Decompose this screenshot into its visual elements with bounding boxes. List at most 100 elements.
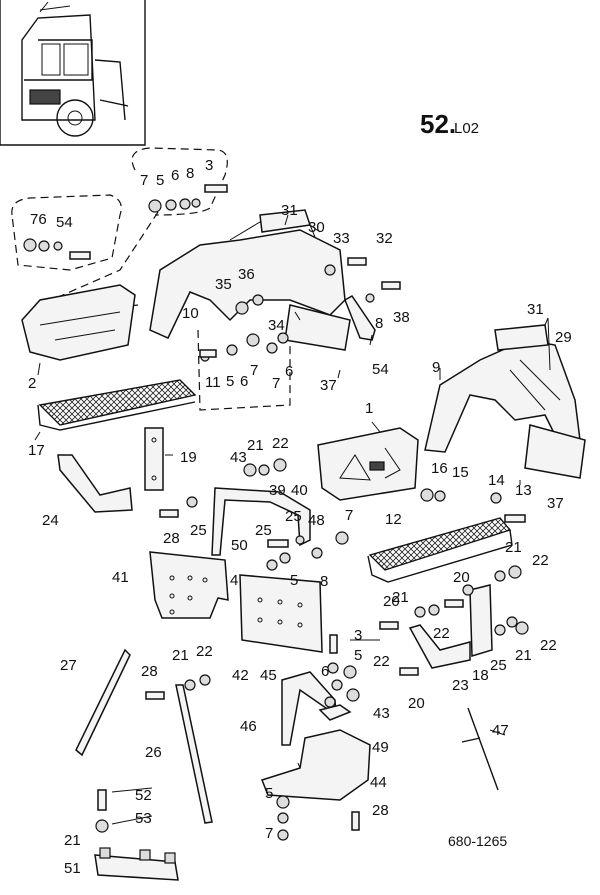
callout-37: 37 (320, 377, 337, 394)
callout-25: 25 (255, 522, 272, 539)
callout-22: 22 (272, 435, 289, 452)
callout-54: 54 (372, 361, 389, 378)
callout-46: 46 (240, 718, 257, 735)
callout-5: 5 (265, 785, 273, 802)
callout-4: 4 (230, 572, 238, 589)
callout-15: 15 (452, 464, 469, 481)
callout-19: 19 (180, 449, 197, 466)
callout-7: 7 (140, 172, 148, 189)
callout-6: 6 (285, 363, 293, 380)
callout-14: 14 (488, 472, 505, 489)
callout-43: 43 (230, 449, 247, 466)
callout-28: 28 (163, 530, 180, 547)
callout-50: 50 (231, 537, 248, 554)
callout-30: 30 (308, 219, 325, 236)
callout-22: 22 (540, 637, 557, 654)
step-cover-plate (317, 427, 419, 501)
callout-5: 5 (156, 172, 164, 189)
callout-39: 39 (269, 482, 286, 499)
callout-45: 45 (260, 667, 277, 684)
callout-6: 6 (171, 167, 179, 184)
callout-31: 31 (281, 202, 298, 219)
callout-7: 7 (265, 825, 273, 842)
callout-25: 25 (190, 522, 207, 539)
callout-8: 8 (186, 165, 194, 182)
callout-18: 18 (472, 667, 489, 684)
callout-52: 52 (135, 787, 152, 804)
callout-34: 34 (268, 317, 285, 334)
callout-29: 29 (555, 329, 572, 346)
callout-7: 7 (345, 507, 353, 524)
callout-25: 25 (490, 657, 507, 674)
callout-12: 12 (385, 511, 402, 528)
callout-37: 37 (547, 495, 564, 512)
callout-21: 21 (64, 832, 81, 849)
callout-47: 47 (492, 722, 509, 739)
callout-6: 6 (321, 663, 329, 680)
callout-51: 51 (64, 860, 81, 877)
callout-21: 21 (515, 647, 532, 664)
callout-54: 54 (56, 214, 73, 231)
hanger-brackets (57, 427, 311, 556)
callout-3: 3 (205, 157, 213, 174)
callout-53: 53 (135, 810, 152, 827)
truck-locator-view (0, 0, 146, 146)
bottom-footplate (94, 847, 179, 881)
callout-20: 20 (453, 569, 470, 586)
callout-20: 20 (383, 593, 400, 610)
front-step-assembly (21, 209, 376, 431)
callout-42: 42 (232, 667, 249, 684)
callout-9: 9 (432, 359, 440, 376)
callout-11: 11 (205, 374, 221, 391)
callout-3: 3 (354, 627, 362, 644)
callout-28: 28 (372, 802, 389, 819)
callout-48: 48 (308, 512, 325, 529)
callout-21: 21 (505, 539, 522, 556)
fasteners (23, 184, 529, 841)
callout-10: 10 (182, 305, 199, 322)
rear-mudguard-assembly (424, 324, 586, 479)
side-step-bracket (408, 584, 493, 669)
callout-22: 22 (196, 643, 213, 660)
lower-step-assembly (261, 671, 371, 801)
callout-28: 28 (141, 663, 158, 680)
callout-6: 6 (240, 373, 248, 390)
callout-labels: 1 2 3 3 4 5 5 5 5 5 6 6 6 6 7 76 7 7 7 7… (28, 157, 572, 877)
callout-76: 76 (30, 211, 47, 228)
callout-5: 5 (354, 647, 362, 664)
callout-35: 35 (215, 276, 232, 293)
callout-7: 7 (272, 375, 280, 392)
callout-1: 1 (365, 400, 373, 417)
callout-22: 22 (373, 653, 390, 670)
callout-44: 44 (370, 774, 387, 791)
callout-24: 24 (42, 512, 59, 529)
callout-5: 5 (226, 373, 234, 390)
callout-22: 22 (433, 625, 450, 642)
callout-7: 7 (250, 362, 258, 379)
support-rods (75, 648, 499, 824)
mounting-plates (149, 551, 323, 653)
callout-26: 26 (145, 744, 162, 761)
callout-43: 43 (373, 705, 390, 722)
callout-25: 25 (285, 508, 302, 525)
callout-27: 27 (60, 657, 77, 674)
callout-20: 20 (408, 695, 425, 712)
lower-step-tread (367, 517, 513, 583)
callout-8: 8 (375, 315, 383, 332)
callout-16: 16 (431, 460, 448, 477)
leader-lines (34, 214, 551, 825)
callout-31: 31 (527, 301, 544, 318)
callout-21: 21 (392, 589, 409, 606)
callout-23: 23 (452, 677, 469, 694)
callout-5: 5 (290, 572, 298, 589)
callout-13: 13 (515, 482, 532, 499)
callout-33: 32 (376, 230, 393, 247)
callout-32: 33 (333, 230, 350, 247)
callout-49: 49 (372, 739, 389, 756)
callout-38: 38 (393, 309, 410, 326)
callout-21: 21 (247, 437, 264, 454)
sheet-subcode: L02 (454, 120, 479, 137)
callout-21: 21 (172, 647, 189, 664)
callout-17: 17 (28, 442, 45, 459)
